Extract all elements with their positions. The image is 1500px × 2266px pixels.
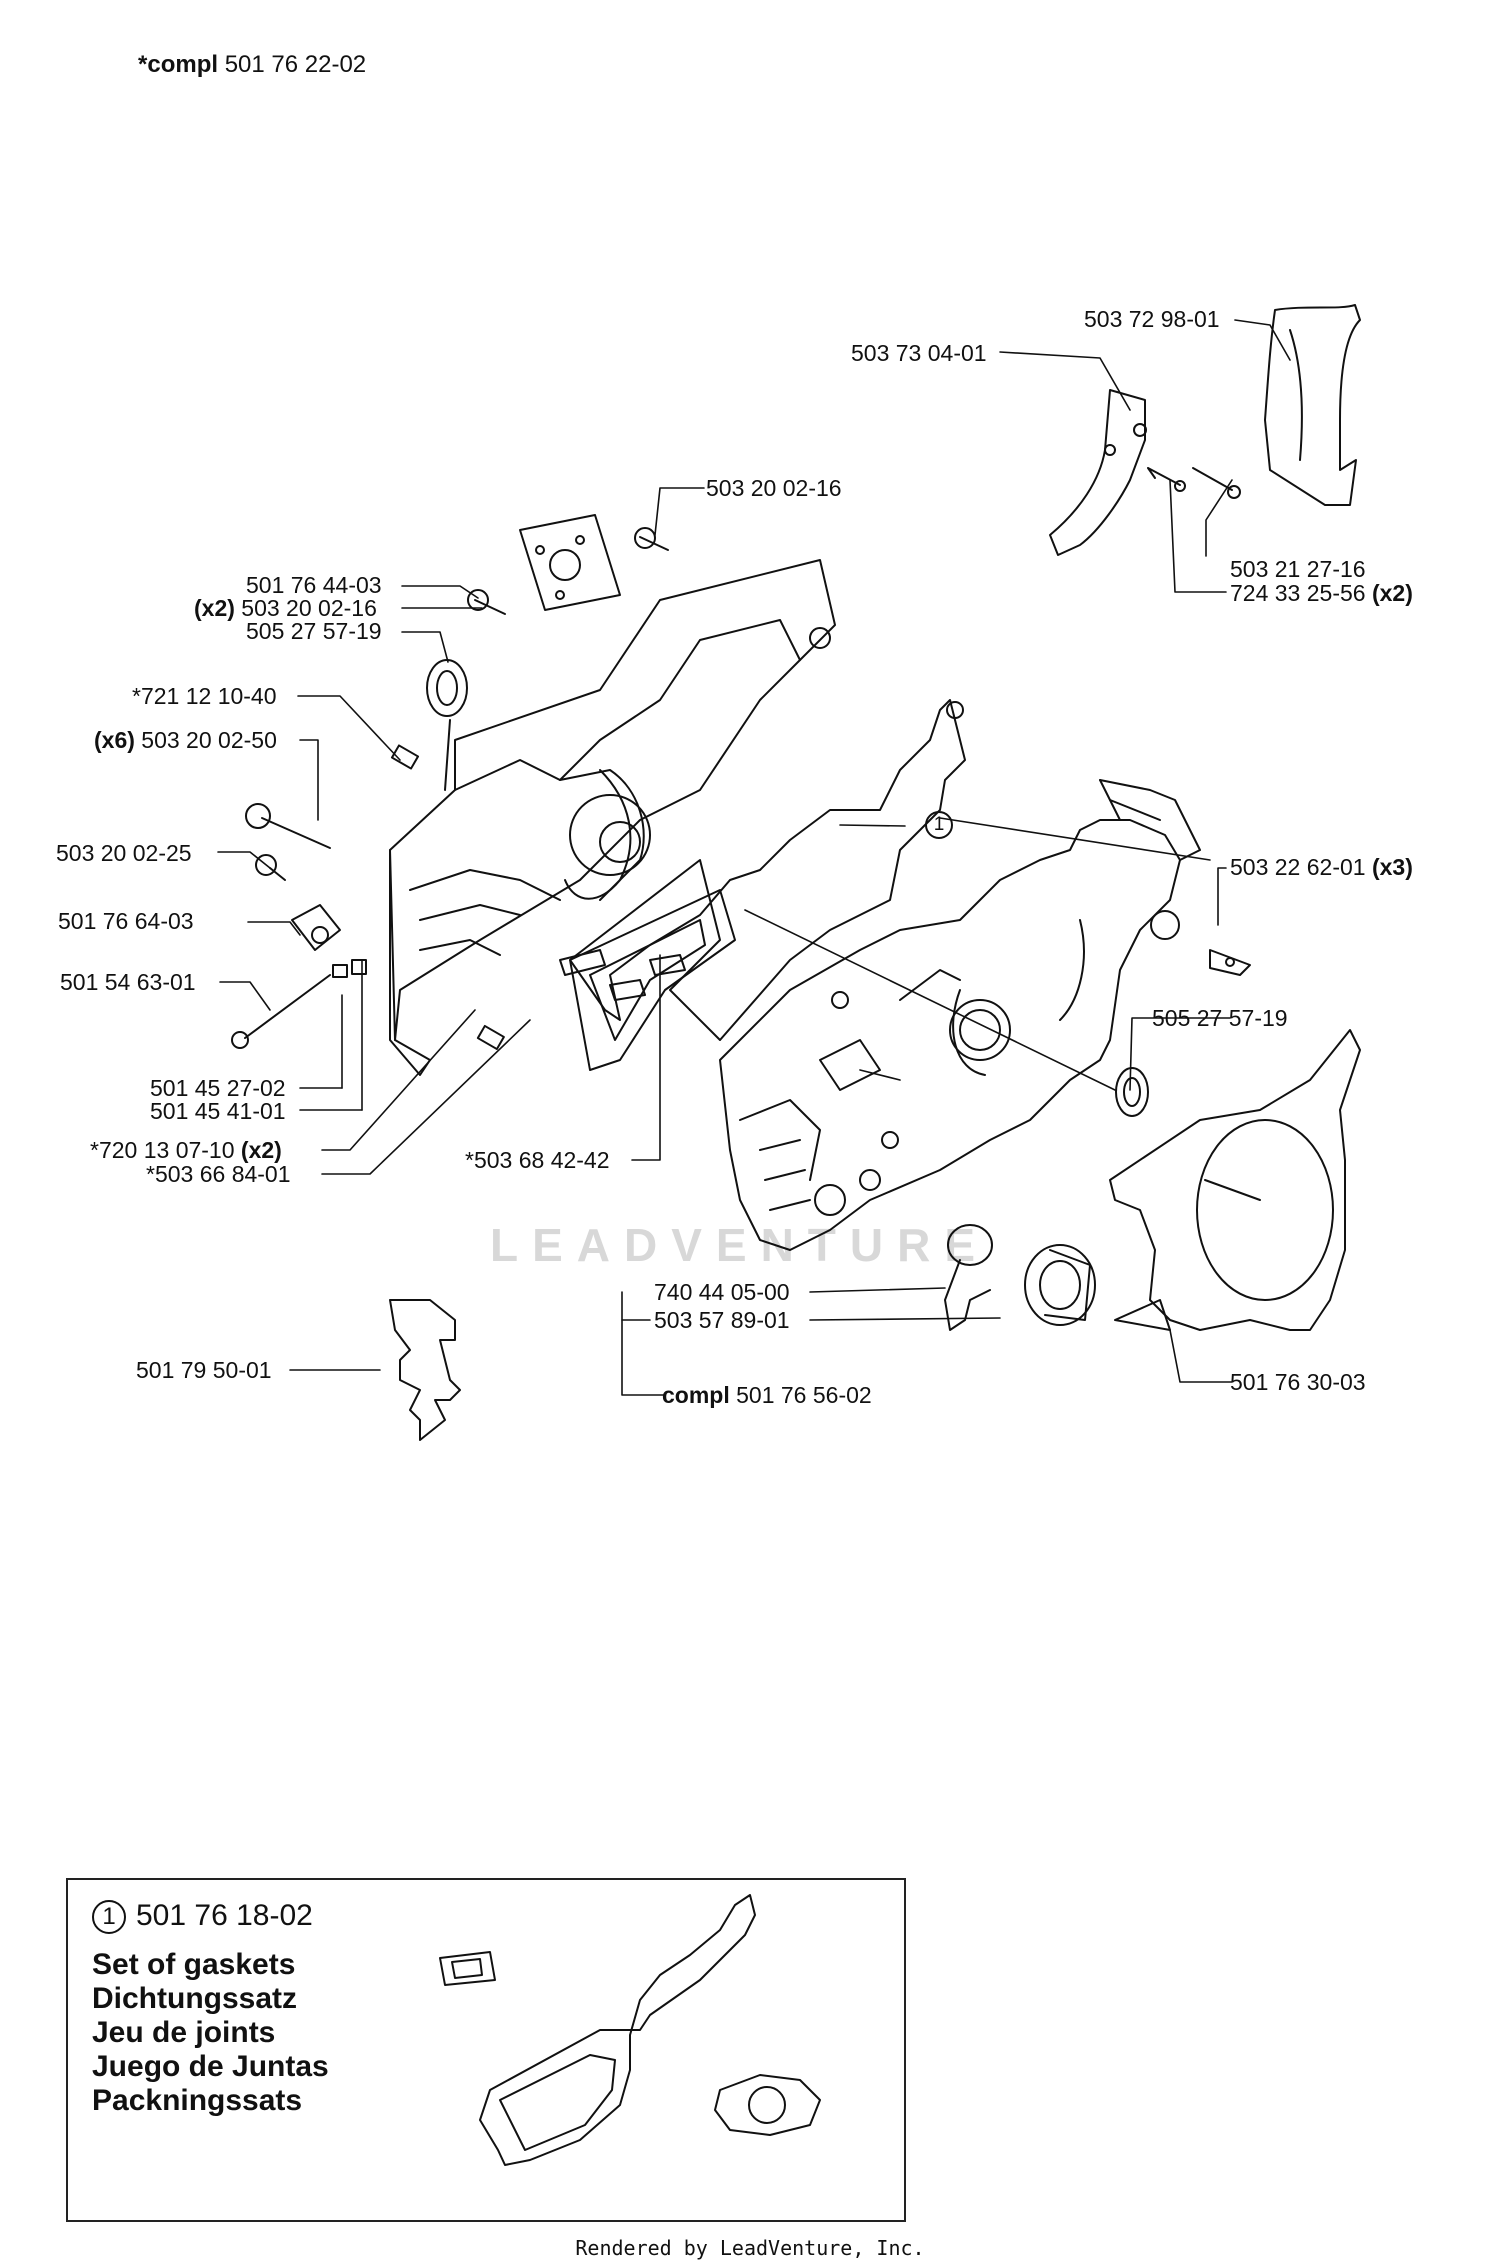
part-label[interactable]: *503 66 84-01 — [146, 1161, 291, 1187]
side-cover-right — [1109, 1029, 1361, 1331]
tensioner-block — [291, 904, 341, 951]
part-label[interactable]: 740 44 05-00 — [654, 1279, 790, 1305]
part-label[interactable]: (x2) 503 20 02-16 — [194, 595, 377, 621]
studs — [559, 949, 686, 1001]
part-label[interactable]: 724 33 25-56 (x2) — [1230, 580, 1413, 606]
kit-description-sv: Packningssats — [92, 2084, 303, 2117]
part-label[interactable]: *503 68 42-42 — [465, 1147, 610, 1173]
bearing-seal-top — [426, 659, 468, 717]
part-label[interactable]: 501 76 64-03 — [58, 908, 194, 934]
bolt-small — [255, 854, 286, 881]
gasket-middle — [569, 699, 966, 1041]
part-label[interactable]: 503 57 89-01 — [654, 1307, 790, 1333]
part-label[interactable]: *721 12 10-40 — [132, 683, 277, 709]
part-label[interactable]: 503 73 04-01 — [851, 340, 987, 366]
part-label[interactable]: 503 20 02-25 — [56, 840, 192, 866]
fuel-cap — [1024, 1244, 1096, 1326]
pin — [390, 744, 420, 770]
crankcase-left — [389, 559, 836, 1076]
screw-top — [634, 527, 669, 551]
pins-lower — [476, 1024, 505, 1051]
part-label[interactable]: 503 72 98-01 — [1084, 306, 1220, 332]
part-label[interactable]: 501 54 63-01 — [60, 969, 196, 995]
part-label[interactable]: 503 20 02-16 — [706, 475, 842, 501]
kit-reference-marker[interactable]: 1 — [925, 811, 953, 839]
part-label[interactable]: 503 22 62-01 (x3) — [1230, 854, 1413, 880]
cover-upper — [1264, 304, 1361, 506]
part-label[interactable]: 503 21 27-16 — [1230, 556, 1366, 582]
leader-lines — [217, 319, 1291, 1396]
kit-ref-circle: 1 — [92, 1900, 126, 1935]
part-label[interactable]: 501 76 44-03 — [246, 572, 382, 598]
part-label[interactable]: compl 501 76 56-02 — [662, 1382, 872, 1408]
part-label[interactable]: 501 76 30-03 — [1230, 1369, 1366, 1395]
part-label[interactable]: *720 13 07-10 (x2) — [90, 1137, 282, 1163]
part-label[interactable]: 501 45 27-02 — [150, 1075, 286, 1101]
screws-top-right — [1147, 467, 1241, 499]
chain-catcher — [389, 1299, 461, 1441]
kit-description-es: Juego de Juntas — [92, 2050, 329, 2083]
part-label[interactable]: 505 27 57-19 — [1152, 1005, 1288, 1031]
crankcase-right — [719, 779, 1201, 1251]
kit-gaskets — [439, 1894, 821, 2166]
long-bolt — [245, 803, 331, 849]
part-label[interactable]: 505 27 57-19 — [246, 618, 382, 644]
tension-screw — [231, 959, 367, 1049]
cap-ring — [944, 1224, 993, 1331]
watermark: LEADVENTURE — [490, 1219, 990, 1271]
cover-block-top — [519, 514, 621, 611]
seal-right — [1115, 1067, 1149, 1117]
kit-description-fr: Jeu de joints — [92, 2016, 276, 2049]
screw-cover — [467, 589, 506, 615]
kit-description-de: Dichtungssatz — [92, 1982, 298, 2015]
part-label[interactable]: 501 45 41-01 — [150, 1098, 286, 1124]
gasket-rectangle — [569, 889, 736, 1071]
cover-plate — [1049, 389, 1147, 556]
washer-right — [1209, 949, 1251, 976]
part-label[interactable]: 501 79 50-01 — [136, 1357, 272, 1383]
kit-description-en: Set of gaskets — [92, 1948, 296, 1981]
part-label[interactable]: (x6) 503 20 02-50 — [94, 727, 277, 753]
assembly-complete-label: *compl 501 76 22-02 — [138, 51, 367, 78]
footer-credit: Rendered by LeadVenture, Inc. — [575, 2236, 925, 2260]
